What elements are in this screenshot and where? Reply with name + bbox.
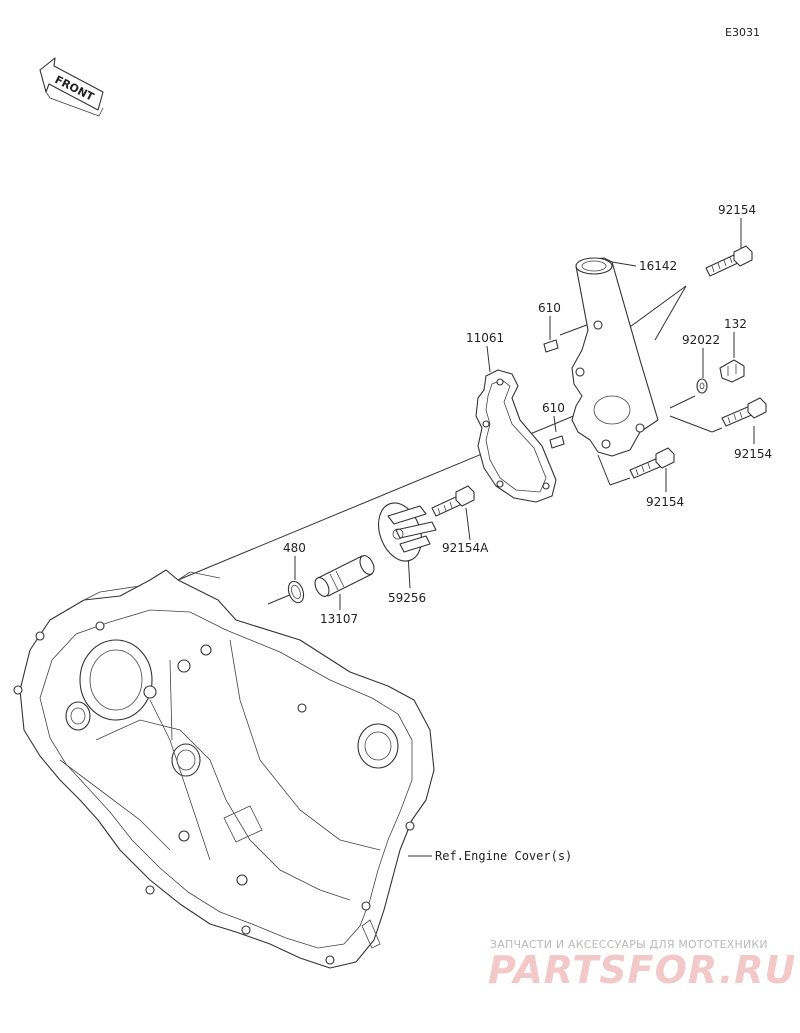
gasket-11061 — [475, 369, 557, 503]
label-16142: 16142 — [639, 259, 677, 273]
watermark-tagline: ЗАПЧАСТИ И АКСЕССУАРЫ ДЛЯ МОТОТЕХНИКИ — [490, 938, 768, 951]
diagram-code: E3031 — [725, 26, 760, 39]
label-610-lower: 610 — [542, 401, 565, 415]
dowel-pin-610-upper — [543, 339, 559, 353]
part-labels: 92154 16142 610 92022 132 11061 610 9215… — [283, 203, 772, 863]
label-92022: 92022 — [682, 333, 720, 347]
label-92154-bottom: 92154 — [646, 495, 684, 509]
impeller-59256 — [378, 502, 437, 562]
label-480: 480 — [283, 541, 306, 555]
washer-92022 — [696, 378, 708, 394]
label-11061: 11061 — [466, 331, 504, 345]
label-59256: 59256 — [388, 591, 426, 605]
circlip-480 — [287, 580, 305, 604]
label-13107: 13107 — [320, 612, 358, 626]
label-610-upper: 610 — [538, 301, 561, 315]
front-arrow-icon: FRONT — [39, 57, 104, 117]
label-92154-right: 92154 — [734, 447, 772, 461]
shaft-13107 — [314, 555, 375, 597]
pump-cover-16142 — [571, 257, 659, 457]
label-92154A: 92154A — [442, 541, 489, 555]
label-92154-top: 92154 — [718, 203, 756, 217]
label-ref-engine-cover: Ref.Engine Cover(s) — [435, 849, 572, 863]
label-132: 132 — [724, 317, 747, 331]
bolt-92154-right — [721, 397, 767, 427]
engine-cover — [13, 569, 435, 969]
bolt-92154A — [431, 485, 475, 517]
watermark-brand: PARTSFOR.RU — [488, 948, 797, 992]
dowel-pin-610-lower — [549, 435, 565, 449]
bolt-92154-top — [705, 245, 753, 277]
bolt-92154-bottom — [629, 447, 675, 479]
bolt-132 — [719, 359, 745, 383]
